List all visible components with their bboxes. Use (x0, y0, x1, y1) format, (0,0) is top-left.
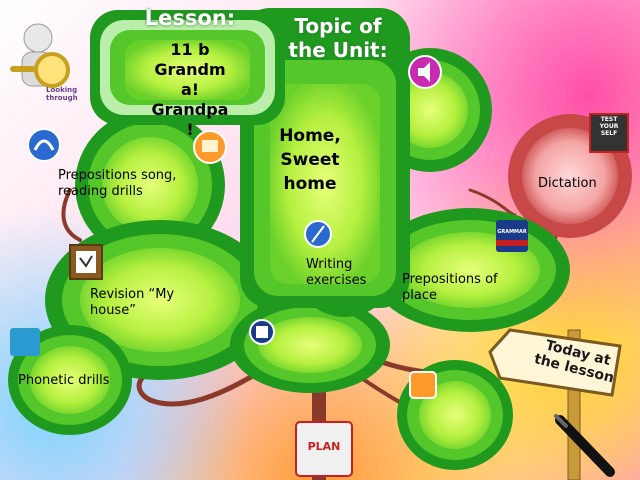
writing-activity-line: Writing (306, 257, 353, 272)
checklist-icon[interactable] (69, 244, 103, 280)
test-badge-line: YOUR (599, 123, 619, 130)
topic-name-line: Sweet (280, 150, 340, 170)
lesson-panel (90, 10, 285, 125)
prepositions-activity-line: place (402, 288, 437, 303)
test-badge-line: SELF (600, 130, 618, 137)
topic-name-line: home (283, 174, 337, 194)
test-yourself-badge: TEST YOUR SELF (592, 116, 626, 137)
revision-activity-line: Revision “My (90, 287, 175, 302)
song-activity-line: reading drills (58, 184, 143, 199)
headphones-icon[interactable] (27, 128, 61, 162)
pen-icon (554, 414, 615, 477)
magnifier-man-icon (10, 23, 70, 88)
plan-badge-label: PLAN (307, 440, 341, 453)
dictation-label[interactable]: Dictation (538, 176, 597, 191)
quill-pen-icon[interactable] (304, 220, 332, 248)
topic-name-line: Home, (279, 126, 341, 146)
topic-title: Topic of the Unit: (282, 14, 394, 62)
grammar-book-icon[interactable] (496, 220, 528, 252)
looking-through-line: through (46, 94, 78, 102)
today-signpost (488, 328, 622, 480)
grammar-badge-label: GRAMMAR (497, 229, 527, 235)
toolbox-icon[interactable] (409, 371, 437, 399)
song-activity-label[interactable]: Prepositions song, reading drills (58, 168, 228, 200)
lesson-name: 11 b Grandm a! Grandpa ! (130, 40, 250, 140)
test-badge-line: TEST (600, 116, 618, 123)
lesson-name-line: a! (180, 80, 200, 99)
lesson-name-line: ! (186, 120, 194, 139)
lesson-name-line: Grandpa (151, 100, 229, 119)
speaker-icon[interactable] (408, 55, 442, 89)
phonetic-icon[interactable] (10, 328, 40, 356)
book-icon[interactable] (193, 130, 227, 164)
prepositions-activity-line: Prepositions of (402, 272, 498, 287)
lesson-title: Lesson: (144, 6, 236, 30)
lesson-name-line: 11 b (170, 40, 210, 59)
revision-activity-line: house” (90, 303, 136, 318)
test-yourself-icon[interactable] (589, 113, 629, 153)
lesson-name-line: Grandm (154, 60, 226, 79)
prepositions-activity-label[interactable]: Prepositions of place (402, 272, 532, 304)
revision-activity-label[interactable]: Revision “My house” (90, 287, 220, 319)
song-activity-line: Prepositions song, (58, 168, 177, 183)
topic-name: Home, Sweet home (262, 124, 358, 196)
plan-icon[interactable] (295, 421, 353, 477)
writing-activity-line: exercises (306, 273, 367, 288)
robot-icon[interactable] (249, 319, 275, 345)
writing-activity-label[interactable]: Writing exercises (306, 257, 386, 289)
phonetic-activity-label[interactable]: Phonetic drills (18, 373, 110, 388)
looking-through-badge: Looking through (46, 86, 78, 102)
looking-through-line: Looking (46, 86, 78, 94)
topic-title-line: Topic of (294, 14, 382, 38)
topic-title-line: the Unit: (288, 38, 388, 62)
